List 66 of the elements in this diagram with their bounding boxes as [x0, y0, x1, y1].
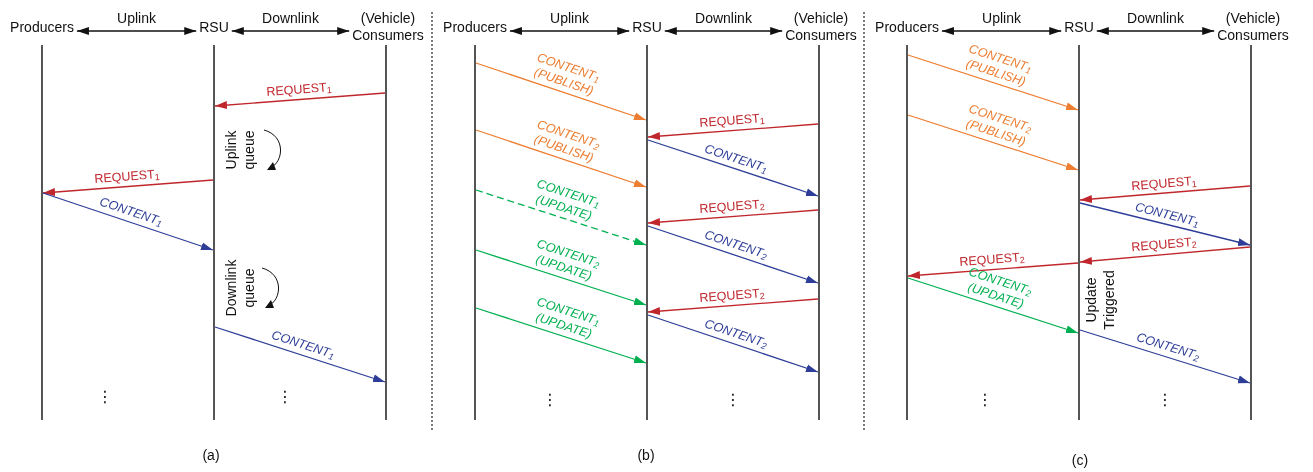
message-arrow [647, 209, 819, 227]
lifeline [818, 45, 820, 420]
participant-label: (Vehicle) Consumers [352, 10, 424, 44]
message-arrow [1079, 202, 1251, 246]
annotation-text: Downlink queue [222, 259, 258, 317]
message-arrow [42, 179, 214, 197]
message-arrow [907, 262, 1079, 280]
lifeline [41, 45, 43, 420]
edge-label: Downlink [695, 10, 752, 26]
message-arrow [1079, 329, 1251, 384]
message-arrow [214, 326, 386, 383]
lifeline [646, 45, 648, 420]
ellipsis: ⋮ [97, 388, 113, 406]
edge-label: Downlink [262, 10, 319, 26]
double-arrow [941, 27, 1062, 35]
message-arrow [475, 189, 647, 246]
participant-label: (Vehicle) Consumers [785, 10, 857, 44]
participant-label: RSU [632, 18, 662, 36]
ellipsis: ⋮ [277, 388, 293, 406]
message-arrow [647, 123, 819, 141]
message-arrow [475, 129, 647, 188]
lifeline [474, 45, 476, 420]
message-arrow [647, 139, 819, 197]
annotation-text: Uplink queue [222, 130, 258, 170]
lifeline [906, 45, 908, 420]
edge-label: Downlink [1127, 10, 1184, 26]
ellipsis: ⋮ [725, 391, 741, 409]
ellipsis: ⋮ [977, 391, 993, 409]
lifeline [213, 45, 215, 420]
panel-label: (a) [202, 446, 220, 464]
double-arrow [509, 27, 630, 35]
panel-label: (b) [637, 446, 655, 464]
message-arrow [907, 54, 1079, 111]
message-arrow [42, 192, 214, 251]
message-arrow [1079, 246, 1251, 265]
message-arrow [907, 114, 1079, 171]
lifeline [1078, 45, 1080, 420]
panel-label: (c) [1071, 451, 1089, 469]
message-arrow [1079, 185, 1251, 203]
lifeline [1250, 45, 1252, 420]
double-arrow [231, 27, 350, 35]
message-arrow [214, 92, 386, 110]
message-arrow [647, 225, 819, 284]
lifeline [385, 45, 387, 420]
ellipsis: ⋮ [542, 391, 558, 409]
double-arrow [1096, 27, 1215, 35]
message-arrow [475, 249, 647, 306]
participant-label: Producers [443, 18, 507, 36]
participant-label: RSU [1064, 18, 1094, 36]
edge-label: CONTENT$_{1}$ [1133, 199, 1201, 230]
participant-label: RSU [199, 18, 229, 36]
double-arrow [664, 27, 783, 35]
edge-label: Uplink [982, 10, 1021, 26]
message-arrow [475, 62, 647, 121]
message-arrow [475, 307, 647, 364]
message-arrow [647, 298, 819, 316]
participant-label: (Vehicle) Consumers [1217, 10, 1289, 44]
annotation-text: Update Triggered [1082, 270, 1118, 330]
participant-label: Producers [10, 18, 74, 36]
edge-label: Uplink [117, 10, 156, 26]
message-arrow [907, 277, 1079, 334]
ellipsis: ⋮ [1157, 391, 1173, 409]
message-arrow [647, 314, 819, 373]
participant-label: Producers [875, 18, 939, 36]
double-arrow [76, 27, 197, 35]
edge-label: Uplink [550, 10, 589, 26]
